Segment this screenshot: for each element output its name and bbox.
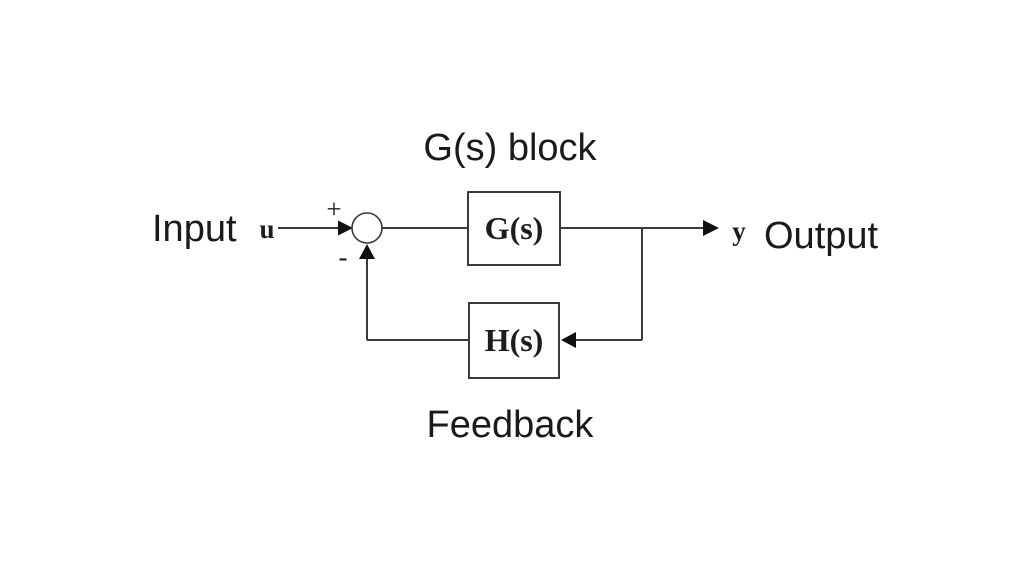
output-signal-label: y: [732, 216, 746, 246]
forward-block-label: G(s): [485, 210, 544, 246]
plus-sign: +: [326, 194, 341, 224]
arrowheads: [338, 220, 719, 348]
feedback-into-h-arrowhead-icon: [561, 332, 576, 348]
diagram-shapes: [351, 191, 561, 379]
input-arrowhead-icon: [338, 220, 353, 236]
forward-block-box: [467, 191, 561, 266]
feedback-block-box: [468, 302, 560, 379]
input-annotation: Input: [152, 208, 237, 250]
output-annotation: Output: [764, 215, 879, 257]
feedback-annotation: Feedback: [427, 404, 595, 446]
summing-junction: [351, 212, 383, 244]
feedback-into-sum-arrowhead-icon: [359, 244, 375, 259]
annotation-text: G(s) block Input Output Feedback: [152, 127, 879, 446]
output-arrowhead-icon: [703, 220, 719, 236]
minus-sign: -: [339, 242, 348, 272]
input-signal-label: u: [259, 214, 274, 244]
gs-block-annotation: G(s) block: [423, 127, 597, 169]
signal-wires: [278, 227, 706, 341]
feedback-block-label: H(s): [485, 322, 544, 358]
diagram-text: u + - G(s) H(s) y: [259, 194, 746, 358]
